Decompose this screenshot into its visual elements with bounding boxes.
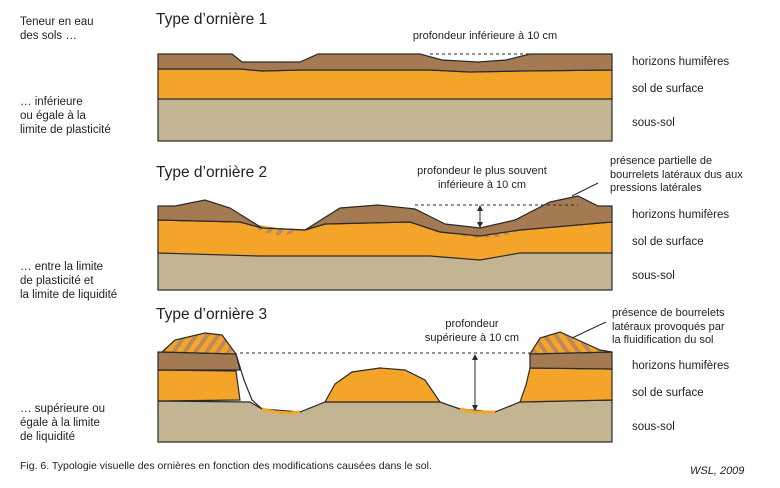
type3-left-bulge: [160, 332, 238, 355]
type3-subsoil-layer: [157, 399, 613, 443]
type2-layer-label-surface: sol de surface: [632, 236, 704, 248]
type3-left-rut-residue: [261, 407, 301, 415]
type3-layer-label-subsoil: sous-sol: [632, 421, 675, 433]
type3-depth-arrowhead-top: [472, 354, 478, 360]
type3-depth-arrowhead-bottom: [472, 405, 478, 411]
type2-left-hatched-zone: [250, 224, 300, 236]
type1-depth-annotation: profondeur inférieure à 10 cm: [412, 30, 558, 42]
type3-layer-label-surface: sol de surface: [632, 387, 704, 399]
water-content-heading: Teneur en eau des sols …: [20, 16, 94, 42]
type2-subsoil-layer: [157, 249, 613, 291]
type3-depth-annotation: profondeur supérieure à 10 cm: [424, 318, 520, 344]
type2-depth-arrowhead-bottom: [477, 222, 483, 228]
type1-layer-label-humus: horizons humifères: [632, 56, 730, 68]
type2-layer-label-humus: horizons humifères: [632, 209, 730, 221]
figure-caption: Fig. 6. Typologie visuelle des ornières …: [20, 460, 432, 472]
type2-side-note: présence partielle de bourrelets latérau…: [610, 155, 743, 194]
type2-layer-label-subsoil: sous-sol: [632, 270, 675, 282]
type2-depth-annotation: profondeur le plus souvent inférieure à …: [417, 165, 547, 191]
rut-type-1-diagram: [157, 53, 613, 142]
type3-right-bulge: [528, 331, 613, 355]
type3-right-humus-block: [529, 351, 613, 370]
rut-type-2-diagram: [157, 182, 613, 291]
condition-label-3: … supérieure ou égale à la limite de liq…: [20, 403, 106, 443]
rut-type-2-title: Type d’ornière 2: [156, 164, 268, 181]
type1-subsoil-layer: [157, 96, 613, 142]
type1-surface-layer: [157, 68, 613, 100]
type1-layer-label-subsoil: sous-sol: [632, 117, 675, 129]
type3-right-rut-residue: [459, 407, 495, 414]
rut-type-1-title: Type d’ornière 1: [156, 11, 268, 28]
type1-layer-label-surface: sol de surface: [632, 83, 704, 95]
type3-layer-label-humus: horizons humifères: [632, 360, 730, 372]
type3-left-surface-block: [157, 369, 241, 402]
type1-humus-layer: [157, 53, 613, 73]
type3-center-mound: [323, 367, 442, 403]
type3-side-note: présence de bourrelets latéraux provoqué…: [612, 307, 725, 346]
source-credit: WSL, 2009: [690, 465, 745, 477]
condition-label-2: … entre la limite de plasticité et la li…: [20, 261, 118, 301]
condition-label-1: … inférieure ou égale à la limite de pla…: [20, 96, 111, 136]
type2-humus-layer: [157, 195, 613, 237]
rut-type-3-title: Type d’ornière 3: [156, 306, 268, 323]
type2-depth-arrowhead-top: [477, 205, 483, 211]
rut-type-3-diagram: [157, 321, 613, 443]
type3-right-surface-block: [519, 367, 613, 403]
type3-left-rut-wall: [235, 353, 263, 410]
type2-side-note-leader: [571, 182, 599, 197]
type3-side-note-leader: [571, 321, 607, 339]
type3-left-humus-block: [157, 351, 241, 371]
